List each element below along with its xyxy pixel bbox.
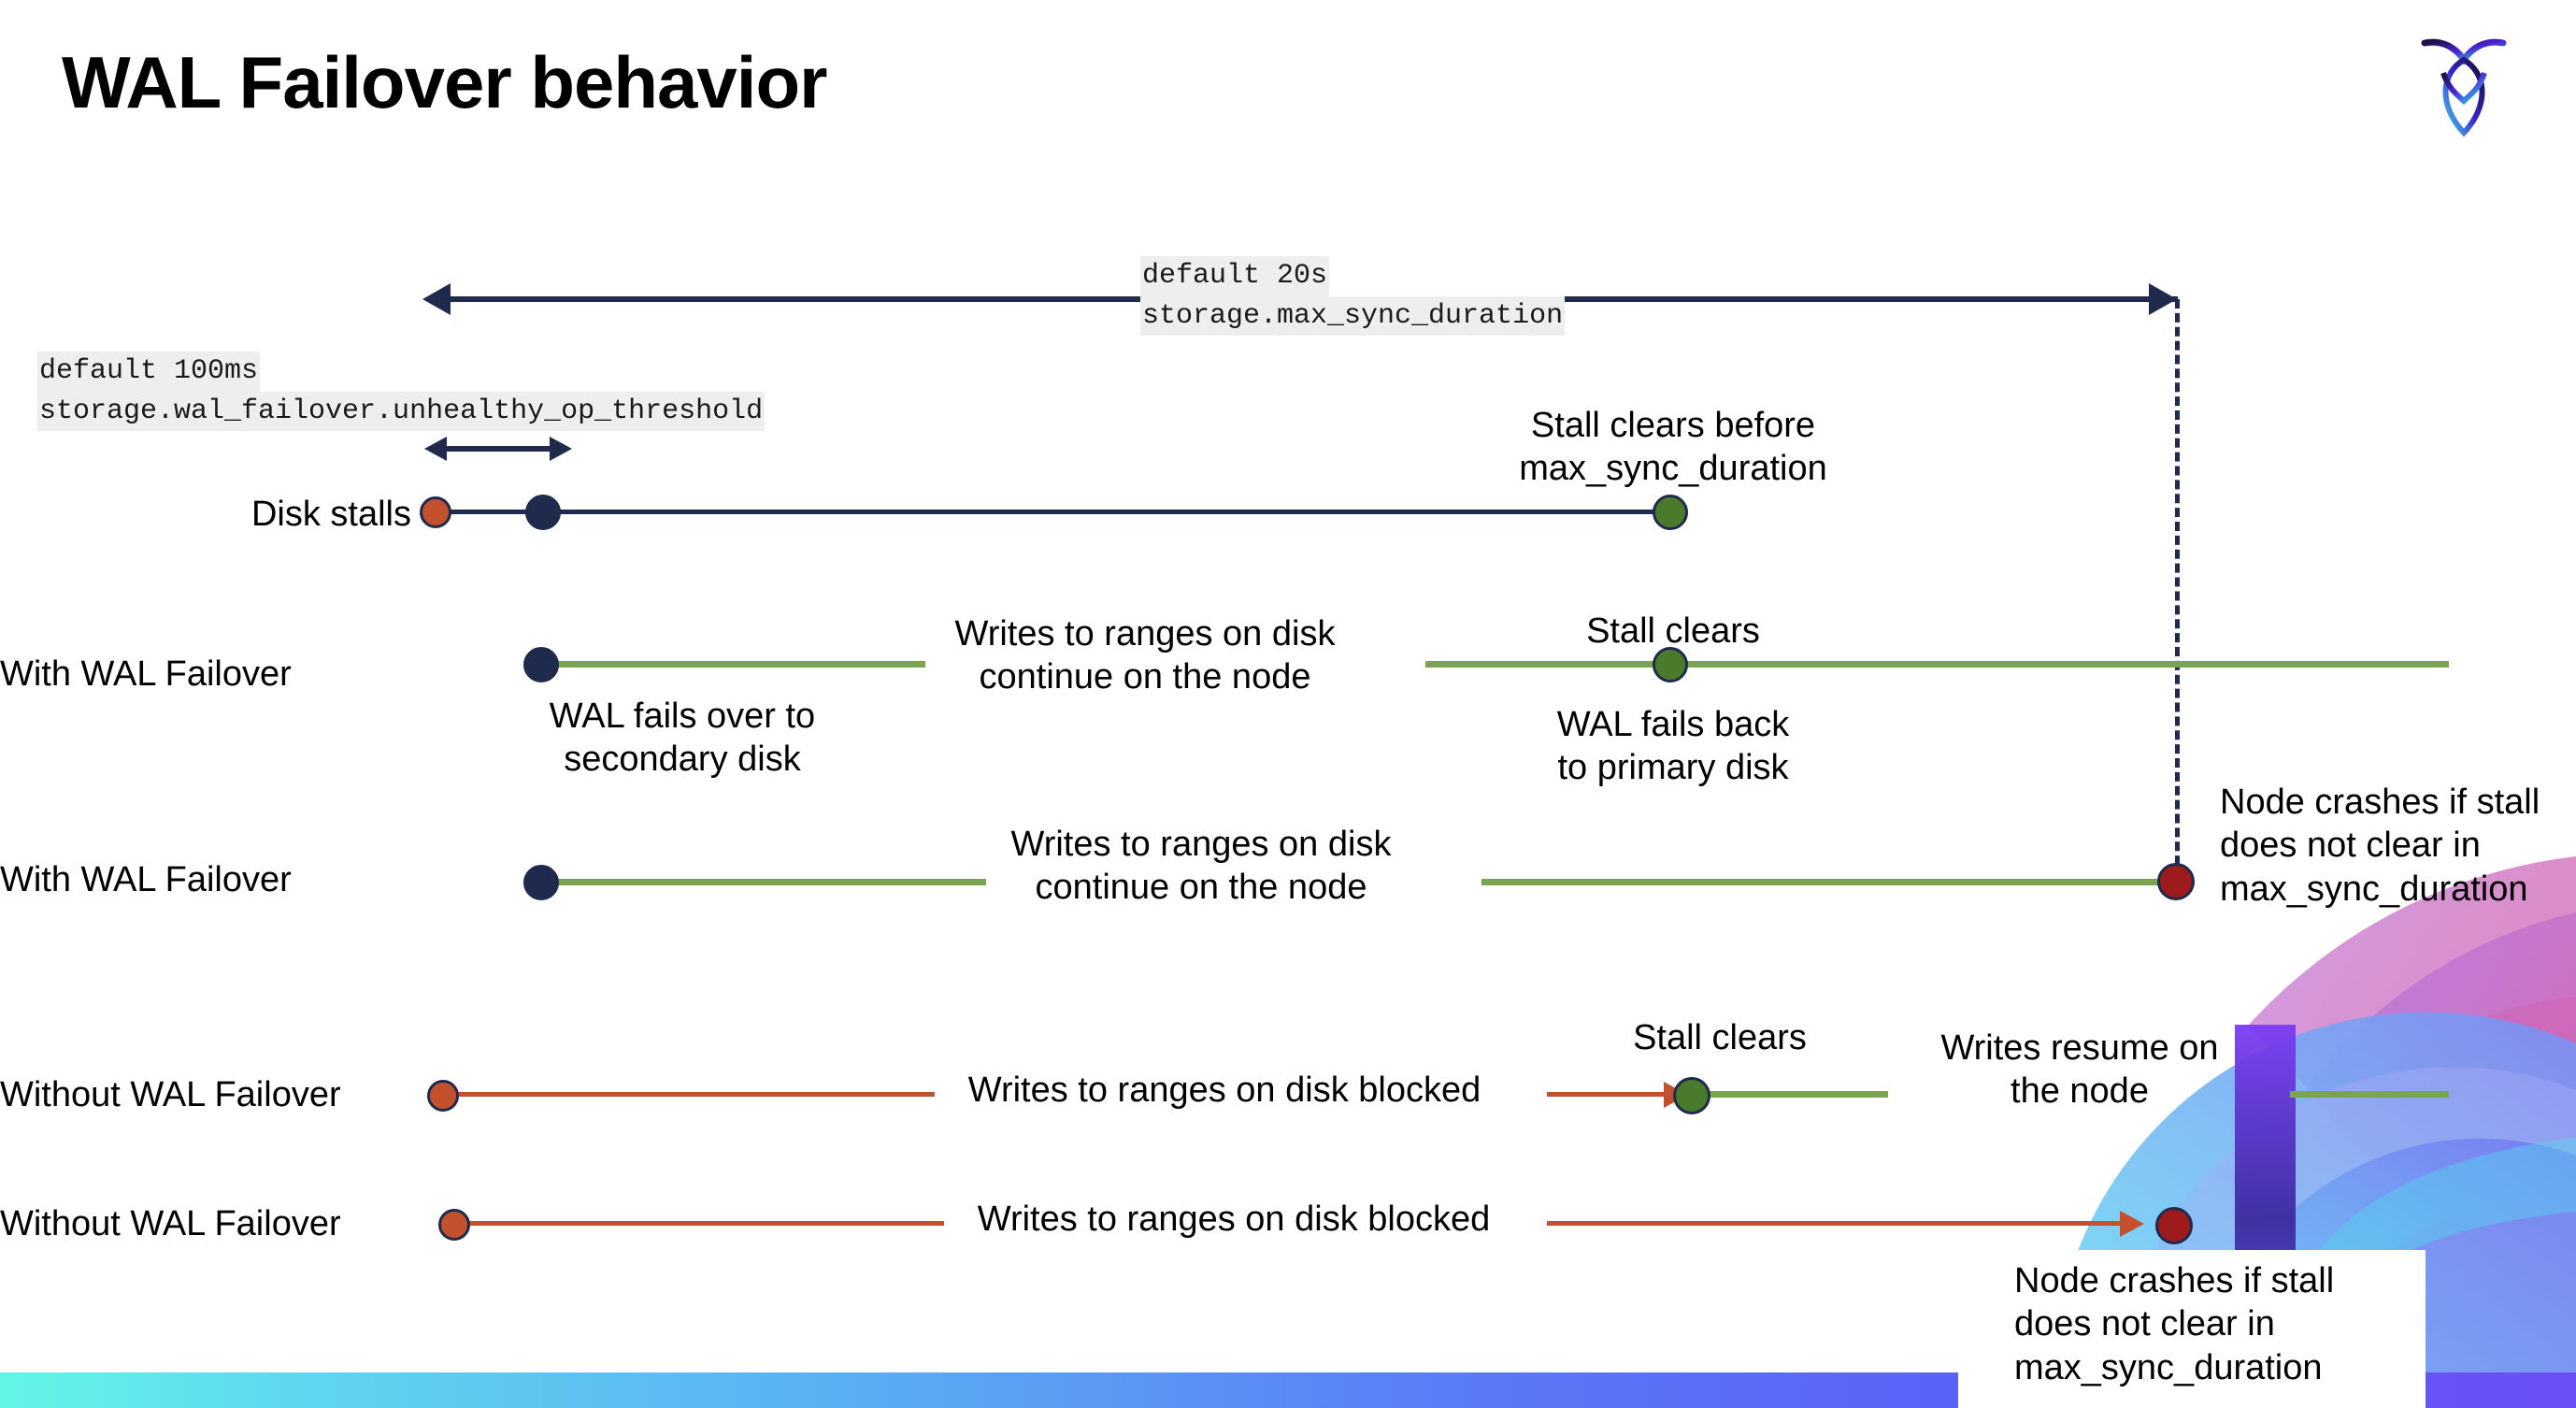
annotation-stall-clears-before-max-sync: Stall clears before max_sync_duration xyxy=(1519,406,1827,489)
without-wal-failover-2-line-left xyxy=(458,1221,944,1226)
without-wal-failover-1-clear-dot xyxy=(1673,1077,1710,1114)
max-sync-default-label: default 20s xyxy=(1140,256,1330,296)
annotation-stall-clears-1: Stall clears xyxy=(1586,611,1760,651)
with-wal-failover-2-line-left xyxy=(542,879,986,885)
with-wal-failover-2-start-dot xyxy=(523,865,559,900)
without-wal-failover-2-arrowhead xyxy=(2120,1211,2144,1237)
row-label-disk-stalls: Disk stalls xyxy=(250,495,411,534)
node-crashes-note-backdrop xyxy=(1958,1250,2426,1408)
with-wal-failover-1-start-dot xyxy=(523,647,559,682)
disk-stalls-clear-dot xyxy=(1653,495,1688,530)
with-wal-failover-1-line-right xyxy=(1425,661,2449,668)
disk-stalls-start-dot xyxy=(420,496,451,528)
without-wal-failover-1-line-mid xyxy=(1547,1092,1678,1097)
without-wal-failover-2-crash-dot xyxy=(2155,1207,2193,1244)
annotation-wal-fails-over: WAL fails over to secondary disk xyxy=(549,697,816,780)
with-wal-failover-2-line-right xyxy=(1481,879,2173,885)
without-wal-failover-1-line-far-right xyxy=(2290,1091,2449,1098)
without-wal-failover-1-line-left xyxy=(449,1092,935,1097)
annotation-writes-blocked-1: Writes to ranges on disk blocked xyxy=(967,1070,1481,1110)
max-sync-setting-name: storage.max_sync_duration xyxy=(1140,295,1566,337)
disk-stalls-failover-dot xyxy=(525,495,561,530)
max-sync-duration-right-arrowhead xyxy=(2149,283,2177,315)
annotation-stall-clears-2: Stall clears xyxy=(1633,1018,1807,1057)
annotation-writes-continue-1: Writes to ranges on disk continue on the… xyxy=(954,614,1336,697)
annotation-node-crashes-2: Node crashes if stall does not clear in … xyxy=(2014,1261,2335,1387)
unhealthy-setting-name: storage.wal_failover.unhealthy_op_thresh… xyxy=(37,391,766,432)
without-wal-failover-1-line-right xyxy=(1701,1091,1888,1098)
row-label-without-wal-failover-2: Without WAL Failover xyxy=(0,1204,341,1243)
cockroachdb-logo-icon xyxy=(2421,38,2507,137)
with-wal-failover-1-line-left xyxy=(542,661,925,668)
unhealthy-op-threshold-chip: default 100ms storage.wal_failover.unhea… xyxy=(37,352,766,432)
with-wal-failover-1-clear-dot xyxy=(1653,647,1688,682)
without-wal-failover-2-start-dot xyxy=(438,1209,470,1241)
max-sync-duration-dashed-guide xyxy=(2175,299,2180,879)
annotation-writes-resume: Writes resume on the node xyxy=(1940,1028,2219,1112)
unhealthy-threshold-right-arrowhead xyxy=(550,437,572,461)
row-label-without-wal-failover-1: Without WAL Failover xyxy=(0,1075,341,1114)
unhealthy-default-label: default 100ms xyxy=(37,352,261,392)
annotation-node-crashes-1: Node crashes if stall does not clear in … xyxy=(2220,783,2540,909)
disk-stalls-line xyxy=(439,510,1682,514)
annotation-wal-fails-back: WAL fails back to primary disk xyxy=(1556,705,1790,788)
annotation-writes-blocked-2: Writes to ranges on disk blocked xyxy=(977,1200,1491,1239)
row-label-with-wal-failover-2: With WAL Failover xyxy=(0,860,292,899)
without-wal-failover-2-line-right xyxy=(1547,1221,2131,1226)
with-wal-failover-2-crash-dot xyxy=(2157,863,2195,900)
annotation-writes-continue-2: Writes to ranges on disk continue on the… xyxy=(1010,825,1392,908)
unhealthy-threshold-left-arrowhead xyxy=(424,437,447,461)
row-label-with-wal-failover-1: With WAL Failover xyxy=(0,654,292,694)
without-wal-failover-1-start-dot xyxy=(427,1080,459,1112)
unhealthy-threshold-span-line xyxy=(447,446,550,452)
page-title: WAL Failover behavior xyxy=(62,41,827,123)
max-sync-duration-left-arrowhead xyxy=(422,283,451,315)
max-sync-duration-chip: default 20s storage.max_sync_duration xyxy=(1140,256,1566,337)
